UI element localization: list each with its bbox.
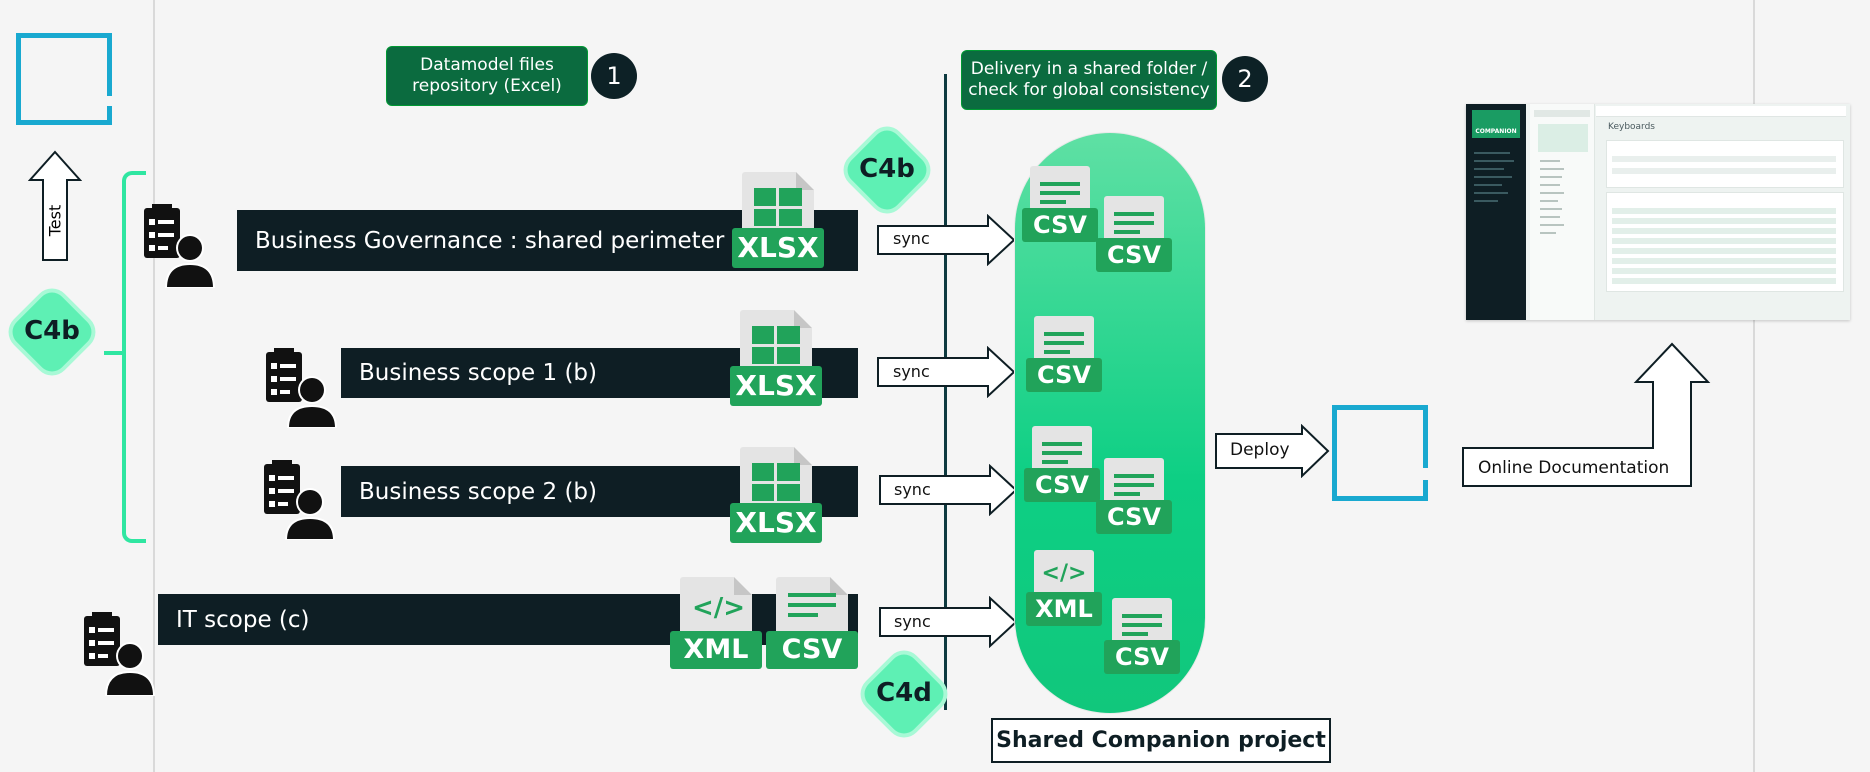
bracket-tick xyxy=(104,351,124,355)
doc-app-title: COMPANION xyxy=(1472,110,1520,138)
file-tag: CSV xyxy=(1022,208,1098,242)
text-file-icon: CSV xyxy=(766,575,858,671)
test-arrow-up-icon xyxy=(28,150,82,261)
code-file-icon: </> XML xyxy=(670,575,762,671)
online-doc-arrow-icon xyxy=(1462,342,1711,487)
text-file-icon: CSV xyxy=(1096,194,1172,274)
c4d-label: C4d xyxy=(876,678,932,708)
documentation-screenshot: COMPANION Keyboards xyxy=(1466,104,1850,320)
file-tag: CSV xyxy=(1104,640,1180,674)
person-with-clipboard-icon xyxy=(144,204,216,288)
doc-sidebar: COMPANION xyxy=(1466,104,1526,320)
text-file-icon: CSV xyxy=(1026,314,1102,394)
step-1-badge: 1 xyxy=(591,53,637,99)
file-tag: CSV xyxy=(766,631,858,669)
row-label: Business scope 1 (b) xyxy=(359,360,597,386)
bracket xyxy=(122,171,146,543)
sync-arrow-right-icon xyxy=(877,214,1016,266)
sync-label: sync xyxy=(894,612,931,631)
sync-arrow-right-icon xyxy=(879,596,1018,648)
divider-right xyxy=(1753,0,1755,772)
row-label: IT scope (c) xyxy=(176,606,310,633)
deploy-label: Deploy xyxy=(1230,440,1290,460)
shared-project-text: Shared Companion project xyxy=(996,728,1326,753)
step-2-badge: 2 xyxy=(1222,56,1268,102)
row-label: Business scope 2 (b) xyxy=(359,478,597,505)
sync-arrow-right-icon xyxy=(879,464,1018,516)
sync-label: sync xyxy=(893,362,930,381)
shared-project-label: Shared Companion project xyxy=(991,718,1331,763)
file-tag: CSV xyxy=(1024,468,1100,502)
online-doc-label: Online Documentation xyxy=(1478,458,1670,478)
row-label: Business Governance : shared perimeter (… xyxy=(255,227,764,254)
file-tag: CSV xyxy=(1096,500,1172,534)
c4b-left-label: C4b xyxy=(24,316,80,346)
deploy-arrow-right-icon xyxy=(1215,424,1330,478)
spreadsheet-file-icon: XLSX xyxy=(730,445,822,545)
sync-arrow-right-icon xyxy=(877,346,1016,398)
delivery-pill-label: Delivery in a shared folder / check for … xyxy=(968,59,1210,100)
text-file-icon: CSV xyxy=(1104,596,1180,676)
person-with-clipboard-icon xyxy=(264,460,336,540)
logo-square-icon xyxy=(1332,405,1428,501)
sync-line xyxy=(944,74,947,710)
c4b-top-label: C4b xyxy=(859,154,915,184)
sync-label: sync xyxy=(893,229,930,248)
file-tag: XML xyxy=(670,631,762,669)
delivery-pill: Delivery in a shared folder / check for … xyxy=(961,50,1217,110)
text-file-icon: CSV xyxy=(1022,164,1098,244)
test-label-wrap: Test xyxy=(40,185,70,255)
doc-page-heading: Keyboards xyxy=(1608,122,1655,132)
code-file-icon: </> XML xyxy=(1026,548,1102,628)
test-label: Test xyxy=(45,204,65,236)
file-tag: CSV xyxy=(1026,358,1102,392)
logo-square-icon xyxy=(16,33,112,125)
spreadsheet-file-icon: XLSX xyxy=(732,170,824,270)
person-with-clipboard-icon xyxy=(266,348,338,428)
file-tag: XLSX xyxy=(730,503,822,543)
divider-left xyxy=(153,0,155,772)
file-tag: XLSX xyxy=(732,228,824,268)
sync-label: sync xyxy=(894,480,931,499)
file-tag: XLSX xyxy=(730,366,822,406)
file-tag: CSV xyxy=(1096,238,1172,272)
person-with-clipboard-icon xyxy=(84,612,156,696)
doc-tree xyxy=(1530,104,1595,320)
repo-pill-label: Datamodel files repository (Excel) xyxy=(412,55,562,96)
repo-pill: Datamodel files repository (Excel) xyxy=(386,46,588,106)
text-file-icon: CSV xyxy=(1096,456,1172,536)
text-file-icon: CSV xyxy=(1024,424,1100,504)
file-tag: XML xyxy=(1026,592,1102,626)
spreadsheet-file-icon: XLSX xyxy=(730,308,822,408)
